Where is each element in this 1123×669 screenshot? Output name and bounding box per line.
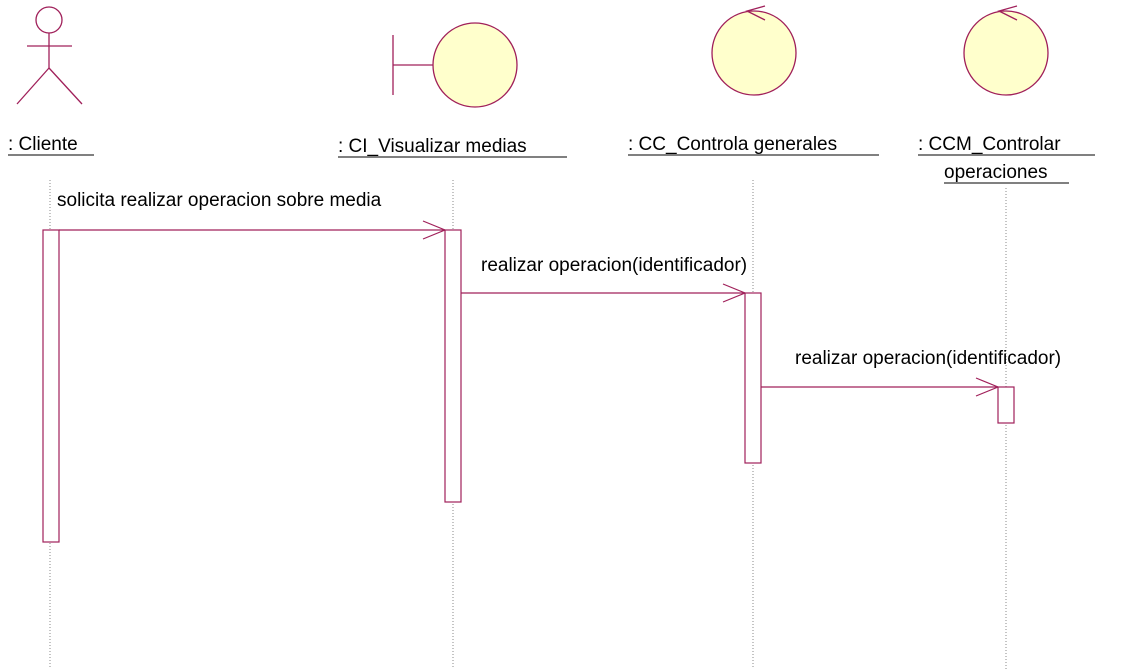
participant-cc[interactable]: : CC_Controla generales: [628, 5, 879, 156]
open-arrowhead-icon: [422, 220, 447, 240]
participant-label-ccm-line-2: operaciones: [944, 162, 1048, 183]
participant-label-ci: : CI_Visualizar medias: [338, 136, 527, 157]
activations: [42, 229, 1015, 543]
lifelines: [49, 180, 1007, 669]
activation-bar-ci: [444, 229, 462, 503]
participant-label-cliente: : Cliente: [8, 134, 78, 155]
control-icon: [963, 5, 1049, 96]
message-label: realizar operacion(identificador): [795, 348, 1061, 369]
participant-ccm[interactable]: : CCM_Controlar operaciones: [918, 5, 1095, 184]
actor-cliente[interactable]: : Cliente: [8, 6, 94, 156]
message-2[interactable]: realizar operacion(identificador): [461, 255, 747, 303]
open-arrowhead-icon: [722, 283, 747, 303]
participant-label-ccm-line-1: : CCM_Controlar: [918, 134, 1061, 155]
message-3[interactable]: realizar operacion(identificador): [761, 348, 1061, 397]
message-label: solicita realizar operacion sobre media: [57, 190, 382, 211]
message-1[interactable]: solicita realizar operacion sobre media: [57, 190, 447, 240]
message-label: realizar operacion(identificador): [481, 255, 747, 276]
control-icon: [711, 5, 797, 96]
actor-stick-figure-icon: [16, 6, 83, 105]
boundary-icon: [392, 22, 518, 108]
activation-bar-cliente: [42, 229, 60, 543]
open-arrowhead-icon: [975, 377, 1000, 397]
participant-ci[interactable]: : CI_Visualizar medias: [338, 22, 567, 158]
activation-bar-ccm: [997, 386, 1015, 424]
participant-label-cc: : CC_Controla generales: [628, 134, 837, 155]
activation-bar-cc: [744, 292, 762, 464]
